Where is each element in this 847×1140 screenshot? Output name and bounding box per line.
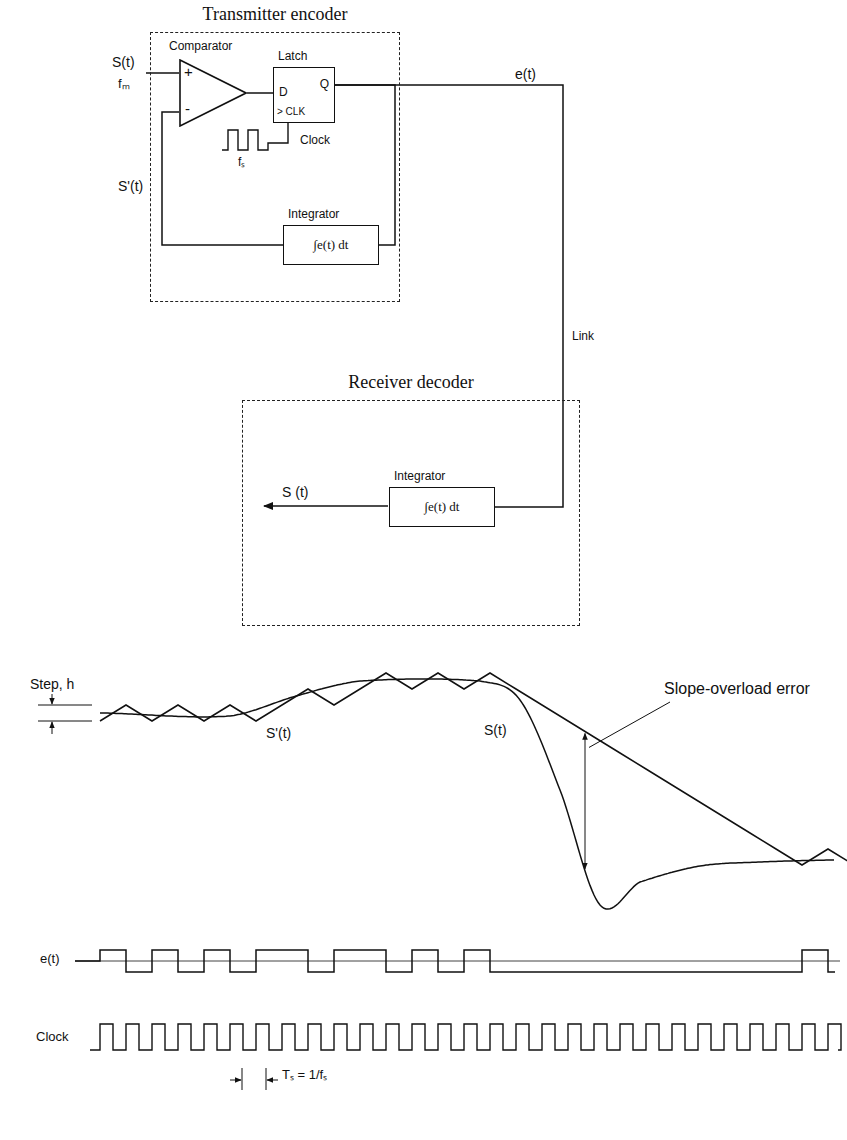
signal-label: e(t) — [515, 66, 536, 82]
signal-label: Clock — [36, 1030, 69, 1045]
signal-label: Step, h — [30, 676, 74, 692]
integrator-box: Integrator∫e(t) dt — [283, 225, 379, 265]
signal-wire — [162, 112, 283, 245]
node-text: > CLK — [277, 106, 305, 117]
signal-curve — [100, 679, 834, 909]
signal-wire — [247, 92, 273, 94]
step-arrow — [52, 722, 53, 734]
step-tick — [38, 721, 92, 722]
node-heading: Receiver decoder — [243, 373, 579, 393]
signal-label: fₛ — [238, 156, 245, 170]
node-text: D — [279, 86, 288, 99]
node-heading: Integrator — [288, 208, 339, 221]
node-text: Q — [320, 78, 329, 91]
decoder-box: Receiver decoderIntegrator∫e(t) dt — [242, 400, 580, 626]
axis-line — [75, 961, 840, 962]
node-text: - — [185, 101, 190, 118]
clock-wave — [90, 1024, 841, 1050]
signal-label: e(t) — [40, 952, 60, 967]
signal-wire — [335, 85, 395, 245]
signal-wire — [335, 85, 563, 507]
leader-line — [589, 702, 670, 747]
node-text: ∫e(t) dt — [284, 238, 378, 252]
clock-pulse — [222, 122, 288, 150]
signal-label: S'(t) — [118, 178, 143, 194]
signal-label: Link — [572, 330, 594, 344]
node-heading: Transmitter encoder — [151, 5, 399, 25]
error-arrow — [585, 733, 586, 868]
period-tick — [242, 1068, 243, 1090]
signal-label: S(t) — [112, 54, 135, 70]
period-arrow — [267, 1080, 278, 1081]
step-tick — [38, 705, 92, 706]
signal-label: Slope-overload error — [662, 680, 812, 698]
signal-label: fₘ — [118, 77, 130, 92]
comparator: Comparator+- — [179, 59, 247, 127]
node-heading: Comparator — [169, 40, 232, 53]
encoder-box: Transmitter encoderComparator+-LatchDQ> … — [150, 32, 400, 302]
output-wire — [264, 505, 388, 507]
integrator-box: Integrator∫e(t) dt — [389, 487, 495, 527]
period-arrow — [230, 1080, 241, 1081]
node-text: + — [184, 64, 193, 81]
approximation-curve — [100, 673, 847, 865]
signal-label: S (t) — [282, 484, 308, 500]
step-arrow — [52, 694, 53, 704]
signal-label: S'(t) — [266, 725, 291, 741]
period-tick — [266, 1068, 267, 1090]
node-heading: Integrator — [394, 470, 445, 483]
signal-label: Clock — [300, 134, 330, 148]
signal-label: Tₛ = 1/fₛ — [282, 1068, 327, 1083]
node-text: ∫e(t) dt — [390, 500, 494, 514]
node-heading: Latch — [278, 50, 307, 63]
signal-label: S(t) — [484, 722, 507, 738]
latch-box: LatchDQ> CLK — [273, 67, 335, 123]
